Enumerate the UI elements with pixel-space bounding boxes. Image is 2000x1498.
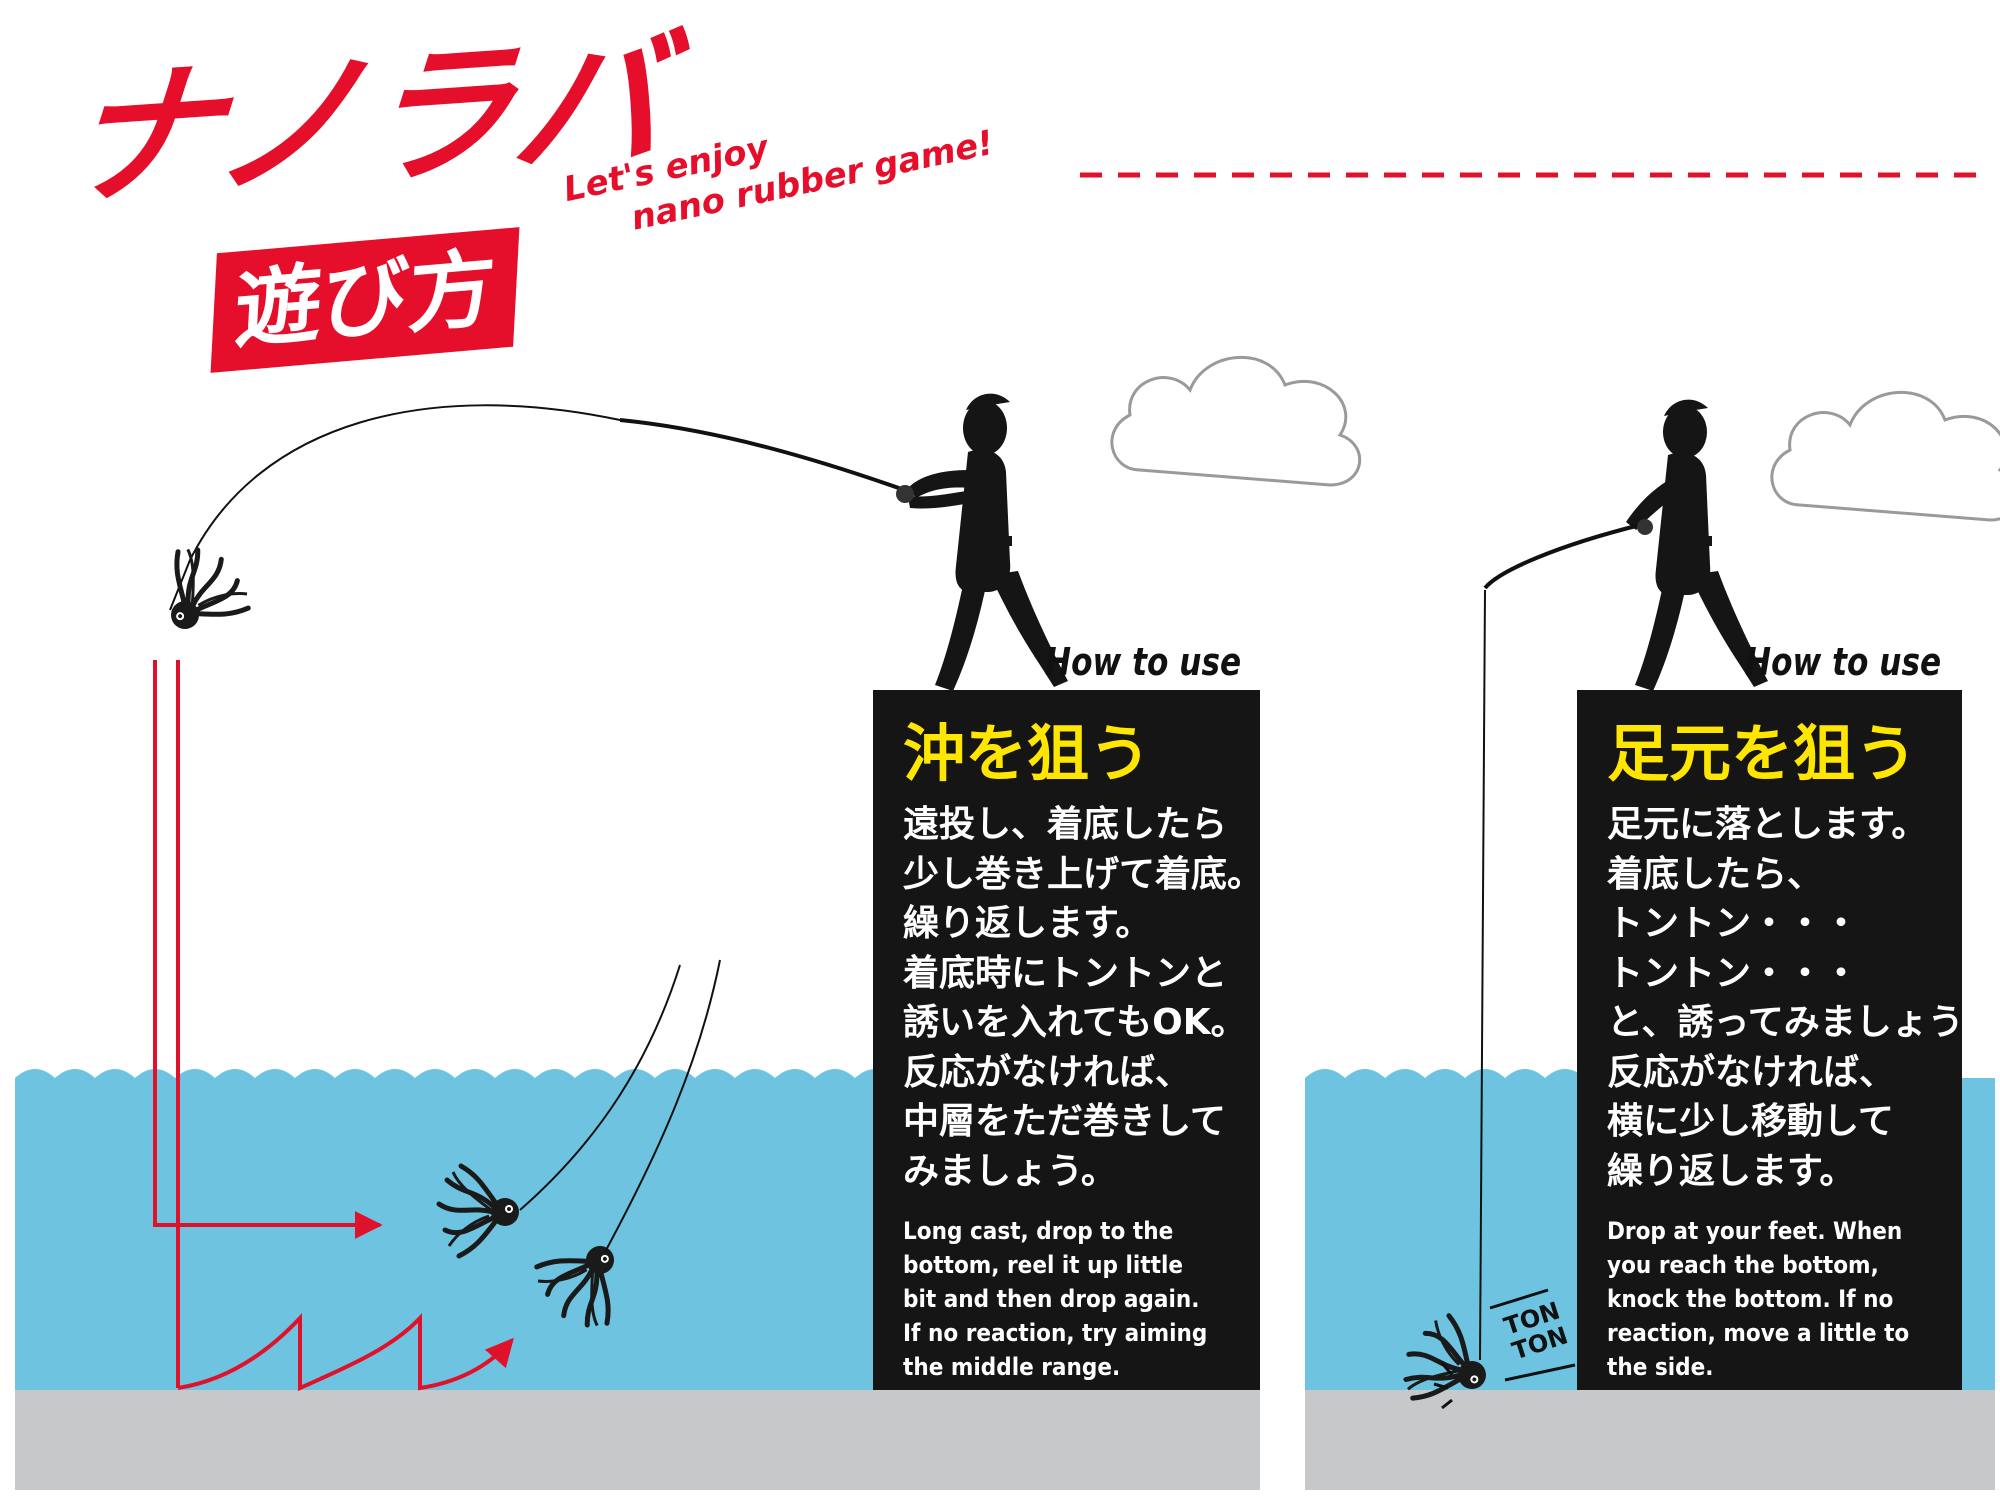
panel-en-text: Long cast, drop to the bottom, reel it u…	[903, 1214, 1245, 1384]
lure-line-middle	[519, 964, 681, 1211]
logo-title: ナノラバ	[62, 13, 671, 229]
how-to-use-label: How to use	[1745, 640, 1942, 684]
jp-line: 少し巻き上げて着底。	[903, 853, 1264, 895]
jp-line: トントン・・・	[1607, 952, 1860, 994]
en-line: bit and then drop again.	[903, 1285, 1200, 1313]
angler-casting-silhouette-icon	[908, 393, 1068, 691]
en-line: Long cast, drop to the	[903, 1217, 1174, 1245]
tonton-mark	[1489, 1288, 1549, 1310]
panel-heading: 沖を狙う	[903, 717, 1152, 790]
jp-line: トントン・・・	[1607, 903, 1860, 944]
left-info-panel: 沖を狙う 遠投し、着底したら 少し巻き上げて着底。 繰り返します。 着底時にトン…	[873, 690, 1264, 1390]
jp-line: 着底したら、	[1607, 853, 1824, 895]
wave-left	[15, 1069, 895, 1090]
retrieve-path-middle	[153, 660, 383, 1239]
motion-lines	[1433, 1362, 1454, 1410]
jp-line: 繰り返します。	[1607, 1150, 1856, 1192]
jp-line: 誘いを入れてもOK。	[903, 1002, 1247, 1043]
en-line: knock the bottom. If no	[1607, 1285, 1894, 1313]
en-line: If no reaction, try aiming	[903, 1319, 1208, 1347]
right-info-panel: 足元を狙う 足元に落とします。 着底したら、 トントン・・・ トントン・・・ と…	[1577, 690, 1998, 1390]
jp-line: 中層をただ巻きして	[903, 1101, 1226, 1142]
seabed-left	[15, 1390, 1260, 1490]
panel-heading: 足元を狙う	[1607, 717, 1918, 790]
nano-rubber-jig-icon	[141, 535, 261, 654]
jp-line: と、誘ってみましょう。	[1607, 1002, 1998, 1043]
angler-dropping-silhouette-icon	[1626, 399, 1768, 691]
en-line: you reach the bottom,	[1607, 1251, 1879, 1279]
jp-line: 横に少し移動して	[1607, 1101, 1894, 1142]
casting-rod	[619, 418, 911, 494]
panel-jp-text: 足元に落とします。 着底したら、 トントン・・・ トントン・・・ と、誘ってみま…	[1607, 800, 1998, 1196]
en-line: reaction, move a little to	[1607, 1319, 1910, 1347]
cloud-icon	[1770, 390, 2000, 522]
panel-jp-text: 遠投し、着底したら 少し巻き上げて着底。 繰り返します。 着底時にトントンと 誘…	[903, 800, 1264, 1196]
jp-line: 着底時にトントンと	[903, 952, 1228, 994]
panel-en-text: Drop at your feet. When you reach the bo…	[1607, 1214, 1949, 1384]
en-line: the middle range.	[903, 1353, 1121, 1381]
dropping-line	[1479, 589, 1486, 1361]
en-line: bottom, reel it up little	[903, 1251, 1184, 1279]
casting-line	[169, 404, 621, 611]
en-line: the side.	[1607, 1353, 1714, 1381]
how-to-use-label: How to use	[1045, 640, 1242, 684]
lure-line-bottom	[604, 959, 721, 1253]
jp-line: 繰り返します。	[903, 903, 1152, 944]
jp-line: 反応がなければ、	[1607, 1051, 1896, 1093]
dropping-rod	[1483, 523, 1641, 590]
hop-path	[177, 1312, 514, 1392]
wave-right	[1305, 1069, 1625, 1090]
seabed-right	[1305, 1390, 1995, 1490]
jp-line: 反応がなければ、	[903, 1051, 1192, 1093]
jp-line: みましょう。	[903, 1150, 1117, 1192]
cloud-icon	[1110, 355, 1362, 487]
en-line: Drop at your feet. When	[1607, 1217, 1903, 1245]
jp-line: 遠投し、着底したら	[903, 804, 1228, 845]
jp-line: 足元に落とします。	[1607, 804, 1928, 845]
tonton-mark	[1504, 1363, 1576, 1382]
